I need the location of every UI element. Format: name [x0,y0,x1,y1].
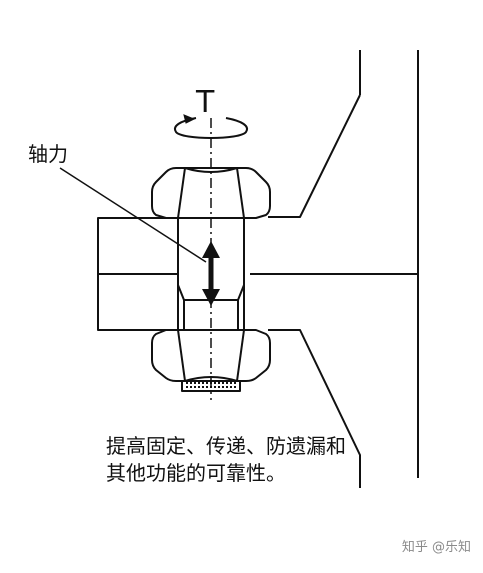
axial-force-label: 轴力 [28,142,68,166]
double-headed-arrow-icon [202,241,220,306]
bolt-shank [178,218,244,330]
axial-force-leader [60,168,206,262]
torque-label: T [196,85,215,120]
upper-nut [152,168,270,218]
left-plate [98,218,178,330]
caption-text: 提高固定、传递、防遗漏和其他功能的可靠性。 [106,434,346,485]
watermark: 知乎 @乐知 [401,540,471,555]
circular-arrow-icon [175,115,247,138]
lower-nut [152,330,270,381]
right-plate [250,50,418,488]
